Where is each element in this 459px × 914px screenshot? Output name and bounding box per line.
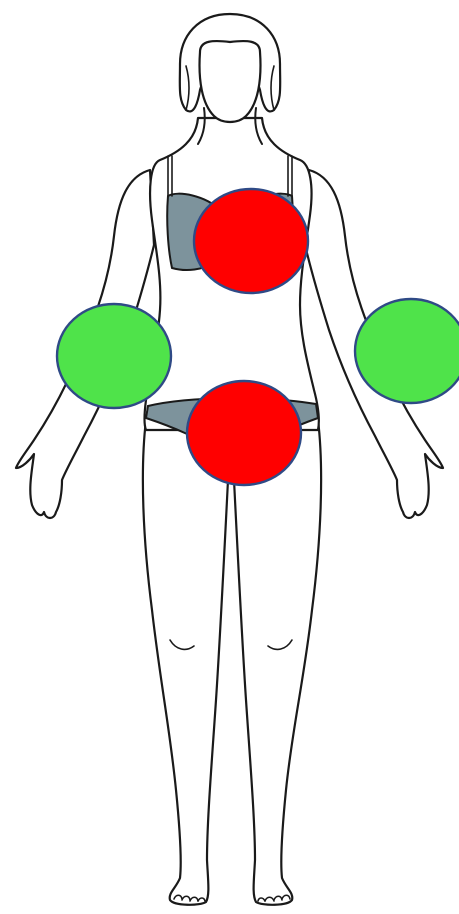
head: [180, 14, 280, 122]
marker-pelvis-red[interactable]: [187, 381, 301, 485]
marker-left-upper-arm-green[interactable]: [355, 299, 459, 403]
right-leg: [143, 420, 230, 905]
left-leg: [232, 420, 321, 905]
marker-right-upper-arm-green[interactable]: [57, 304, 171, 408]
marker-chest-red[interactable]: [194, 189, 308, 293]
legs: [143, 420, 321, 905]
face: [200, 41, 261, 122]
